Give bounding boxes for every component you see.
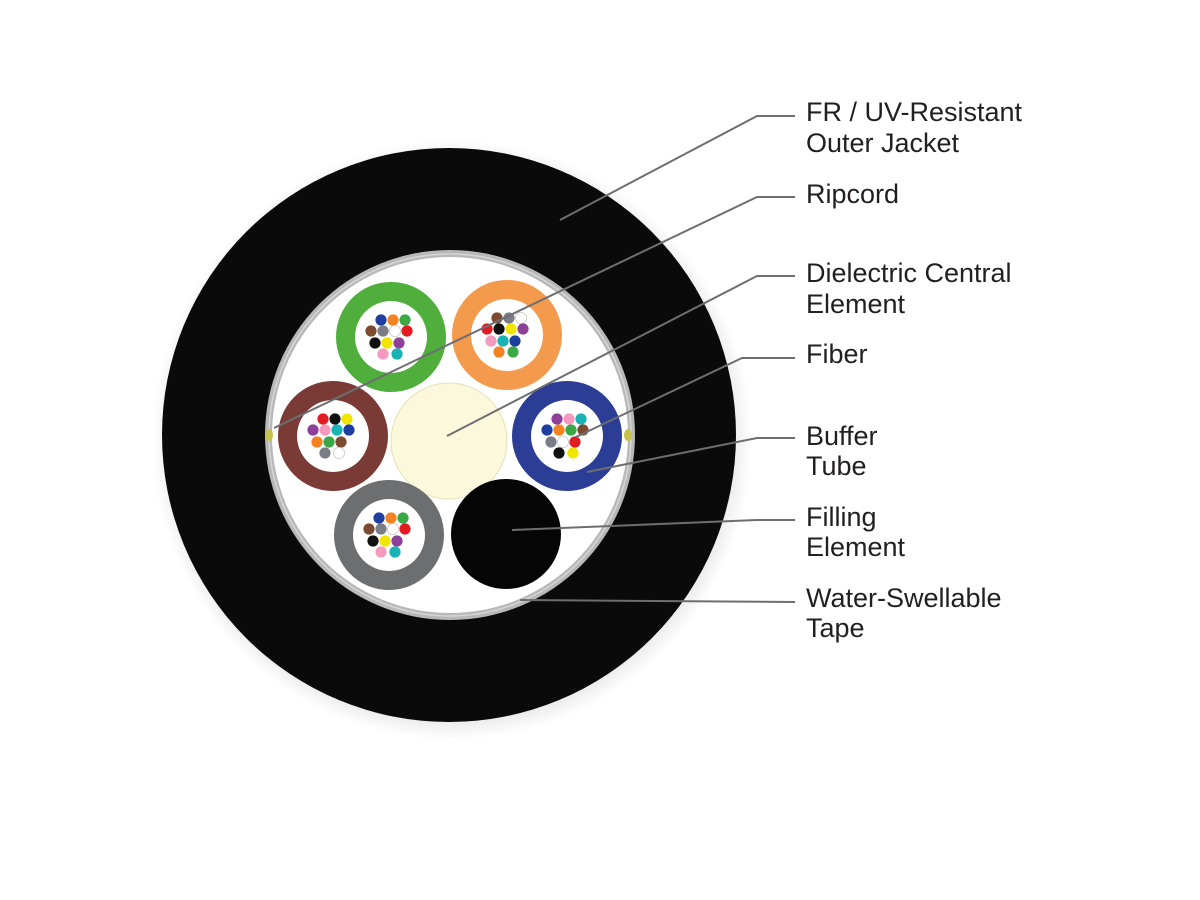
label-outer-jacket-line1: FR / UV-Resistant xyxy=(806,97,1023,127)
fiber-strand xyxy=(331,424,343,436)
label-water-swellable-tape-line1: Water-Swellable xyxy=(806,583,1002,613)
fiber-strand xyxy=(485,335,497,347)
leader-buffer-tube xyxy=(586,437,795,473)
leader-ripcord xyxy=(273,196,795,429)
fiber-strand xyxy=(545,436,557,448)
ripcord-right xyxy=(624,429,632,441)
fiber-strand xyxy=(367,535,379,547)
fiber-strand xyxy=(319,447,331,459)
fiber-strand xyxy=(377,348,389,360)
label-buffer-tube: Buffer Tube xyxy=(806,421,885,481)
buffer-tube-interior xyxy=(353,499,425,571)
fiber-strand xyxy=(381,337,393,349)
fiber-strand xyxy=(386,523,399,536)
fiber-strand xyxy=(575,413,587,425)
buffer-tube-interior xyxy=(355,301,427,373)
label-ripcord: Ripcord xyxy=(806,179,899,209)
fiber-strand xyxy=(311,436,323,448)
leader-lines xyxy=(273,115,796,603)
buffer-tubes xyxy=(278,280,622,590)
label-outer-jacket-line2: Outer Jacket xyxy=(806,128,960,158)
fiber-strand xyxy=(509,335,521,347)
label-ripcord-line1: Ripcord xyxy=(806,179,899,209)
fiber-strand xyxy=(385,512,397,524)
fiber-strand xyxy=(505,323,517,335)
leader-filling-element xyxy=(511,519,795,531)
fiber-strand xyxy=(553,424,565,436)
ripcord-left xyxy=(265,429,273,441)
leader-central-element xyxy=(446,275,795,437)
fiber-strand xyxy=(363,523,375,535)
filling-element xyxy=(451,479,561,589)
fiber-strand xyxy=(517,323,529,335)
label-buffer-tube-line1: Buffer xyxy=(806,421,878,451)
buffer-tube-interior xyxy=(531,400,603,472)
fiber-strand xyxy=(377,325,389,337)
buffer-tube-interior xyxy=(471,299,543,371)
fiber-strand xyxy=(389,546,401,558)
leader-outer-jacket xyxy=(559,115,795,221)
fiber-strand xyxy=(387,314,399,326)
fiber-strand xyxy=(341,413,353,425)
label-outer-jacket: FR / UV-Resistant Outer Jacket xyxy=(806,97,1030,158)
labels: FR / UV-Resistant Outer Jacket Ripcord D… xyxy=(806,97,1030,643)
fiber-strand xyxy=(553,447,565,459)
label-fiber: Fiber xyxy=(806,339,868,369)
fiber-strand xyxy=(391,348,403,360)
label-central-element: Dielectric Central Element xyxy=(806,258,1019,319)
label-filling-element-line2: Element xyxy=(806,532,906,562)
leader-fiber xyxy=(575,357,795,438)
fiber-strand xyxy=(388,324,401,337)
fiber-strand xyxy=(493,346,505,358)
fiber-strand xyxy=(329,413,341,425)
fiber-strand xyxy=(557,435,570,448)
fiber-strand xyxy=(379,535,391,547)
label-filling-element: Filling Element xyxy=(806,502,906,562)
fiber-strand xyxy=(317,413,329,425)
fiber-strand xyxy=(515,311,528,324)
fiber-strand xyxy=(343,424,355,436)
fiber-strand xyxy=(399,314,411,326)
fiber-strand xyxy=(319,424,331,436)
fiber-strand xyxy=(401,325,413,337)
fiber-strand xyxy=(551,413,563,425)
fiber-strand xyxy=(481,323,493,335)
fiber-strand xyxy=(567,447,579,459)
leader-water-swellable-tape xyxy=(519,599,796,603)
label-water-swellable-tape: Water-Swellable Tape xyxy=(806,583,1009,643)
label-central-element-line1: Dielectric Central xyxy=(806,258,1012,288)
fiber-strand xyxy=(399,523,411,535)
label-buffer-tube-line2: Tube xyxy=(806,451,867,481)
fiber-strand xyxy=(375,314,387,326)
label-fiber-line1: Fiber xyxy=(806,339,868,369)
fiber-strand xyxy=(335,436,347,448)
fiber-strand xyxy=(507,346,519,358)
label-water-swellable-tape-line2: Tape xyxy=(806,613,865,643)
fiber-strand xyxy=(375,546,387,558)
fiber-strand xyxy=(391,535,403,547)
fiber-strand xyxy=(493,323,505,335)
label-central-element-line2: Element xyxy=(806,289,906,319)
fiber-strand xyxy=(541,424,553,436)
fiber-strand xyxy=(565,424,577,436)
fiber-strand xyxy=(373,512,385,524)
label-filling-element-line1: Filling xyxy=(806,502,877,532)
fiber-strand xyxy=(569,436,581,448)
dielectric-central-element xyxy=(390,382,508,500)
fiber-strand xyxy=(323,436,335,448)
fiber-strand xyxy=(497,335,509,347)
fiber-strand xyxy=(332,446,345,459)
fiber-strand xyxy=(365,325,377,337)
fiber-strand xyxy=(375,523,387,535)
fiber-strand xyxy=(397,512,409,524)
fiber-strand xyxy=(369,337,381,349)
fiber-strand xyxy=(307,424,319,436)
fiber-strand xyxy=(563,413,575,425)
fiber-strand xyxy=(393,337,405,349)
